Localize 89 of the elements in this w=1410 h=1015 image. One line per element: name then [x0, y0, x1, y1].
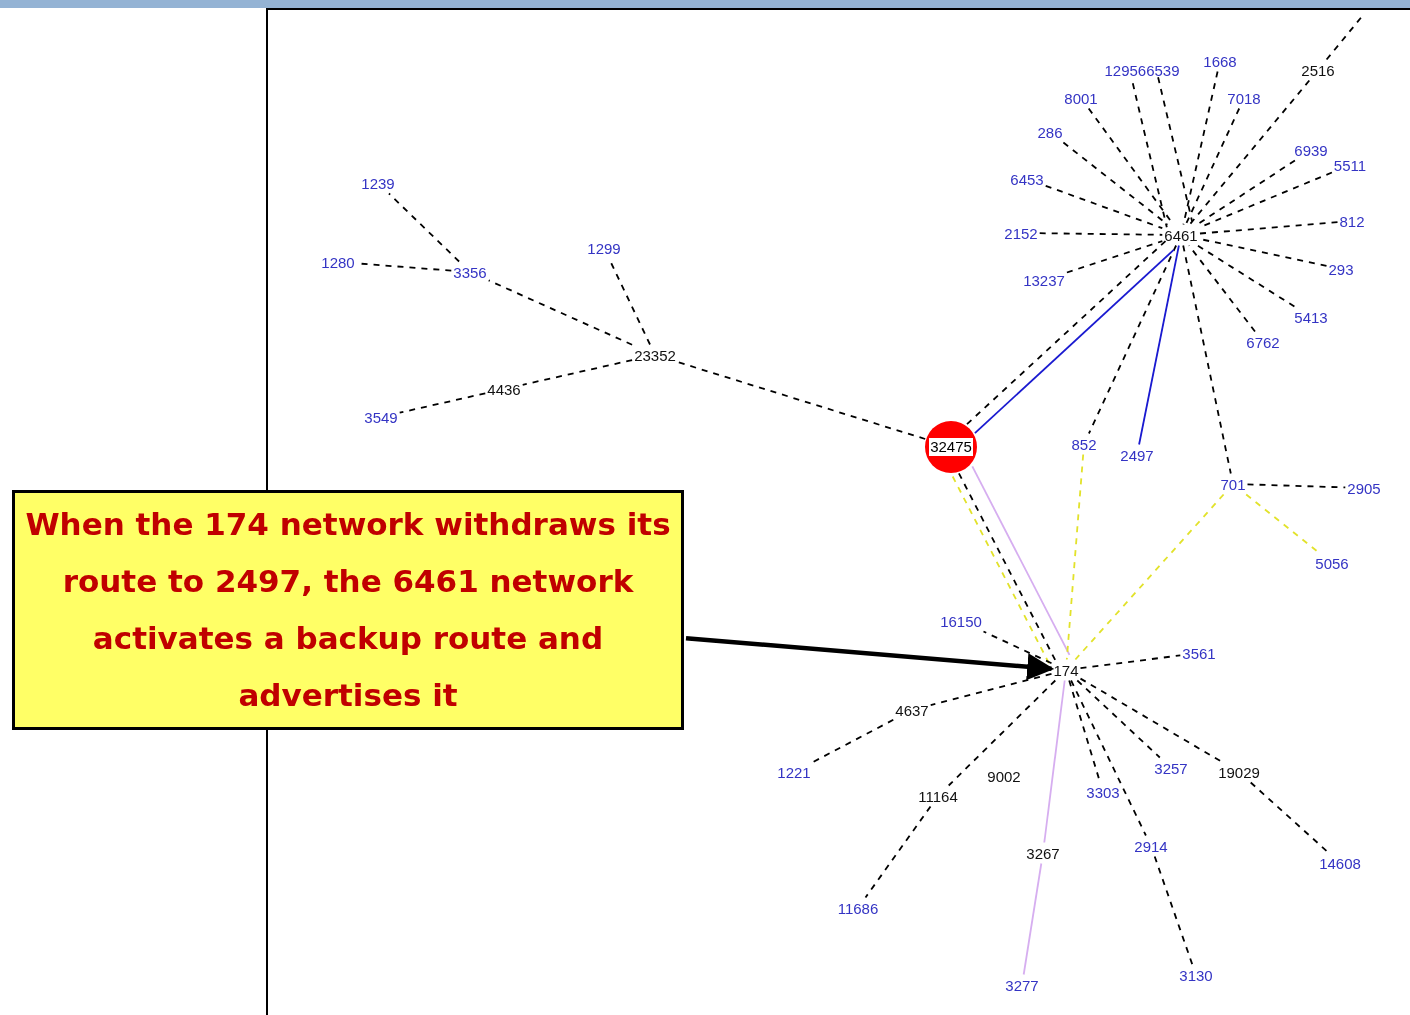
node-label: 1299: [587, 239, 621, 257]
node-label: 1221: [777, 763, 811, 781]
connector-line: [1198, 221, 1339, 235]
callout-text: When the 174 network withdraws its route to 2497, the 6461 network activates a backup route and advertises it: [24, 505, 672, 715]
callout-arrow: [685, 635, 1055, 681]
connector-line: [965, 240, 1167, 426]
node-label: 2152: [1004, 224, 1038, 242]
node-label: 701: [1220, 475, 1246, 493]
node-label: 2914: [1134, 837, 1168, 855]
connector-line: [1044, 184, 1164, 230]
callout-box: [12, 490, 684, 730]
node-label: 3277: [1005, 976, 1039, 994]
node-label: 6461: [1164, 226, 1198, 244]
connector-line: [1157, 76, 1193, 223]
connector-line: [677, 361, 927, 440]
connector-line: [1065, 453, 1085, 661]
connector-line: [864, 805, 932, 899]
node-label: 3257: [1154, 759, 1188, 777]
connector-line: [1079, 677, 1223, 763]
node-label: 16150: [940, 612, 982, 630]
node-label: 5056: [1315, 554, 1349, 572]
node-label: 1239: [361, 174, 395, 192]
connector-line: [1249, 781, 1330, 854]
node-label: 14608: [1319, 854, 1361, 872]
connector-line: [1184, 107, 1241, 226]
connector-line: [1153, 855, 1194, 966]
connector-line: [1196, 159, 1296, 226]
node-label: 286: [1037, 123, 1063, 141]
node-label: 129566539: [1104, 61, 1180, 79]
node-label: 5413: [1294, 308, 1328, 326]
connector-line: [1138, 244, 1180, 446]
node-label: 5511: [1333, 156, 1367, 174]
connector-line: [1022, 862, 1043, 976]
node-label: 11164: [918, 787, 958, 805]
node-label: 6453: [1010, 170, 1044, 188]
connector-line: [1038, 232, 1164, 236]
node-label: 1280: [321, 253, 355, 271]
connector-line: [487, 279, 633, 346]
node-label: 174: [1053, 661, 1079, 679]
connector-line: [971, 465, 1071, 656]
node-label: 9002: [987, 767, 1021, 785]
node-label: 3356: [453, 263, 487, 281]
connector-line: [1066, 240, 1164, 274]
node-label: 4637: [895, 701, 929, 719]
connector-line: [1074, 493, 1225, 661]
node-label: 3549: [364, 408, 398, 426]
connector-line: [1246, 483, 1347, 489]
node-label: 11686: [837, 899, 879, 917]
connector-line: [1076, 679, 1161, 759]
node-label: 2497: [1120, 446, 1154, 464]
connector-line: [1088, 244, 1177, 435]
connector-line: [947, 679, 1057, 787]
connector-line: [1131, 82, 1168, 229]
connector-line: [1079, 654, 1182, 669]
connector-line: [1070, 679, 1147, 837]
connector-line: [1245, 493, 1320, 554]
connector-line: [1043, 679, 1066, 844]
connector-line: [388, 192, 460, 263]
node-label: 1668: [1203, 52, 1237, 70]
node-label: 23352: [634, 346, 676, 364]
node-label: 3130: [1179, 966, 1213, 984]
connector-line: [1182, 244, 1232, 475]
node-label: 6939: [1294, 141, 1328, 159]
node-label: 3303: [1086, 783, 1120, 801]
connector-line: [811, 718, 895, 764]
node-label: 852: [1071, 435, 1097, 453]
node-label: 13237: [1023, 271, 1065, 289]
node-label: 2905: [1347, 479, 1381, 497]
node-label: 19029: [1218, 763, 1260, 781]
connector-line: [1188, 244, 1256, 333]
node-label: 2516: [1301, 61, 1335, 79]
node-label: 8001: [1064, 89, 1098, 107]
connector-line: [1196, 244, 1296, 308]
node-label: 7018: [1227, 89, 1261, 107]
connector-line: [398, 392, 487, 414]
connector-line: [982, 630, 1053, 665]
node-label: 32475: [929, 438, 973, 456]
connector-line: [929, 672, 1053, 706]
node-label: 6762: [1246, 333, 1280, 351]
connector-line: [1188, 79, 1311, 226]
node-label: 812: [1339, 212, 1365, 230]
connector-line: [1182, 70, 1219, 226]
node-label: 4436: [487, 380, 521, 398]
connector-line: [521, 359, 633, 386]
connector-line: [1062, 141, 1169, 226]
node-label: 3267: [1026, 844, 1060, 862]
connector-line: [974, 249, 1175, 434]
node-label: 293: [1328, 260, 1354, 278]
node-label: 3561: [1182, 644, 1216, 662]
